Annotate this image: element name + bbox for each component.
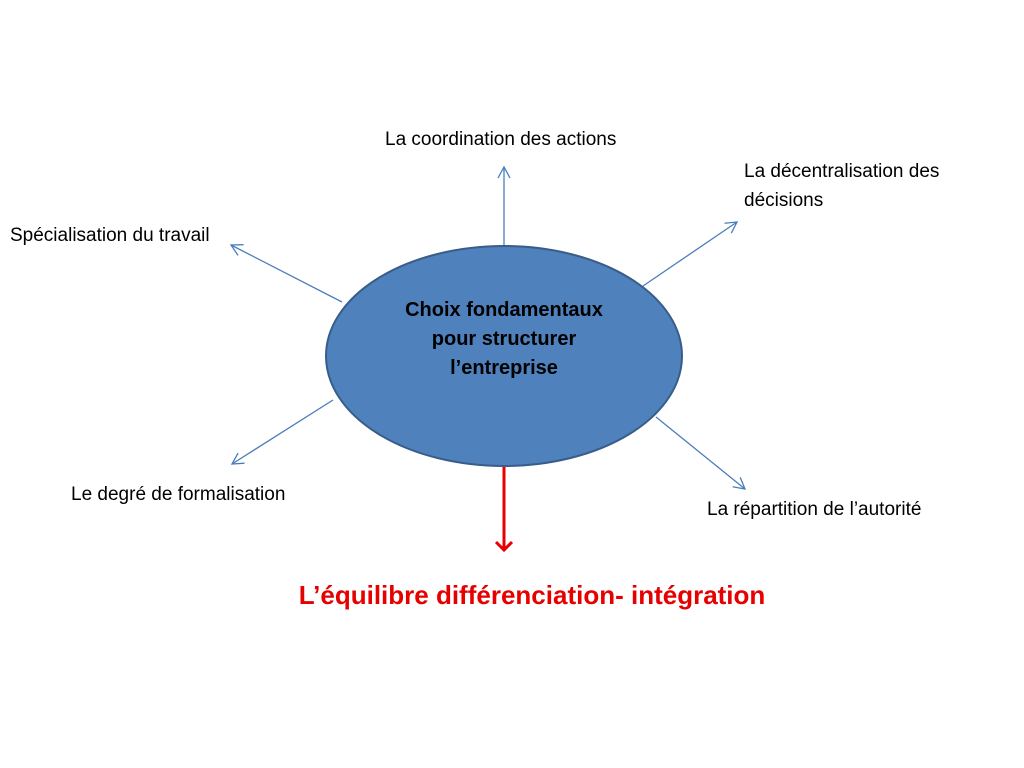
label-formalisation: Le degré de formalisation: [71, 484, 286, 505]
arrow-to-decentralisation: [642, 221, 739, 287]
center-ellipse: [325, 245, 683, 467]
arrow-to-specialisation: [229, 244, 343, 303]
arrow-to-formalisation: [230, 399, 334, 465]
label-specialisation: Spécialisation du travail: [10, 225, 210, 246]
label-coordination: La coordination des actions: [385, 129, 617, 150]
label-decentralisation: La décentralisation des décisions: [744, 161, 940, 211]
label-repartition-autorite: La répartition de l’autorité: [707, 499, 922, 520]
outcome-text: L’équilibre différenciation- intégration: [298, 580, 766, 610]
center-title: Choix fondamentaux pour structurer l’ent…: [405, 299, 603, 379]
arrow-to-repartition: [655, 416, 747, 490]
